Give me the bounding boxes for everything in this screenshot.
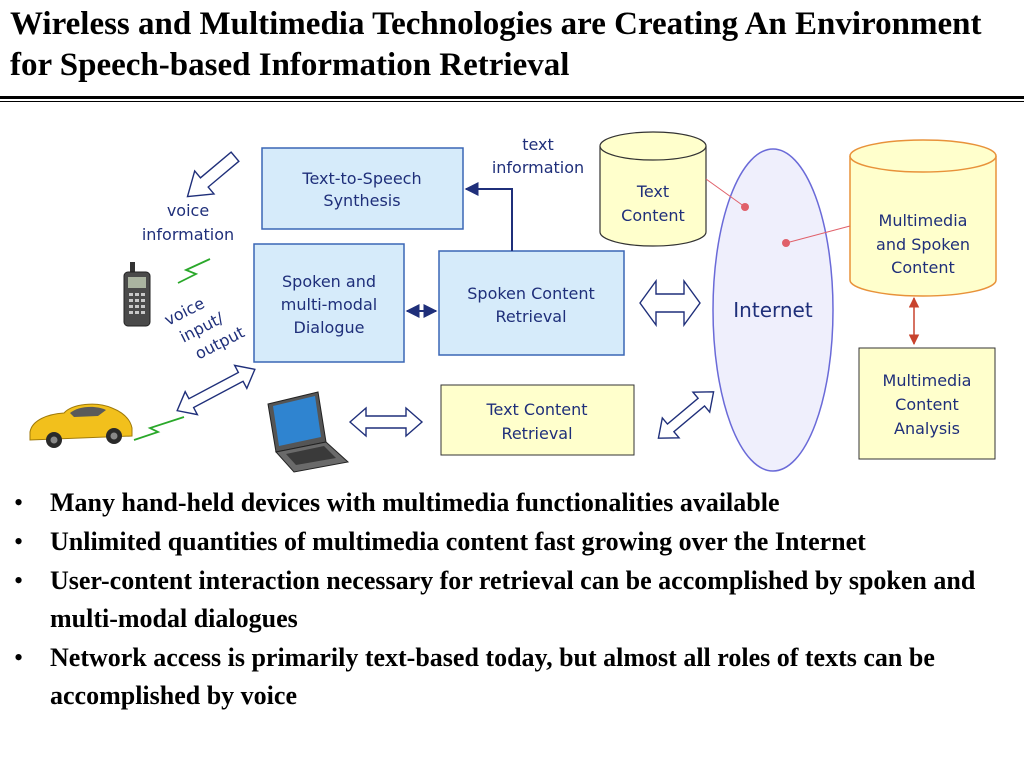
bullet-item: User-content interaction necessary for r…	[0, 562, 1024, 638]
bullet-list: Many hand-held devices with multimedia f…	[0, 484, 1024, 716]
voice-io-label: voice input/ output	[161, 293, 247, 363]
retrieval-to-tts-arrow	[464, 182, 513, 251]
title-rule-thin	[0, 101, 1024, 102]
internet-ellipse: Internet	[712, 148, 834, 472]
tts-label-line1: Text-to-Speech	[301, 169, 421, 188]
spoken-retrieval-box: Spoken Content Retrieval	[438, 250, 625, 356]
content-connectors	[705, 178, 851, 247]
text-retrieval-box: Text Content Retrieval	[440, 384, 635, 456]
voice-info-arrow-icon	[186, 151, 240, 198]
slide-title: Wireless and Multimedia Technologies are…	[10, 6, 982, 83]
multimedia-content-label-line2: and Spoken	[876, 235, 970, 254]
dialogue-label-line3: Dialogue	[294, 318, 365, 337]
tts-label-line2: Synthesis	[323, 191, 400, 210]
lightning-phone-icon	[177, 258, 211, 284]
spoken-retrieval-label-line2: Retrieval	[495, 307, 566, 326]
bullet-item: Unlimited quantities of multimedia conte…	[0, 523, 1024, 561]
mobile-phone-icon	[123, 262, 151, 327]
multimedia-analysis-box: Multimedia Content Analysis	[858, 347, 996, 460]
text-retrieval-label-line2: Retrieval	[501, 424, 572, 443]
text-content-cylinder: Text Content	[599, 131, 707, 247]
multimedia-analysis-label-line2: Content	[895, 395, 959, 414]
dialogue-label-line2: multi-modal	[281, 295, 377, 314]
multimedia-analysis-label-line1: Multimedia	[883, 371, 972, 390]
dialogue-box: Spoken and multi-modal Dialogue	[253, 243, 405, 363]
architecture-diagram: Text-to-Speech Synthesis Spoken and mult…	[29, 131, 997, 473]
text-information-label-line2: information	[492, 158, 584, 177]
text-information-label-line1: text	[522, 135, 554, 154]
text-content-label-line1: Text	[636, 182, 669, 201]
multimedia-analysis-label-line3: Analysis	[894, 419, 960, 438]
text-retrieval-internet-double-arrow-icon	[657, 391, 715, 439]
laptop-icon	[267, 391, 350, 473]
voice-information-label-line1: voice	[167, 201, 209, 220]
car-icon	[29, 403, 133, 448]
title-rule-thick	[0, 96, 1024, 99]
laptop-retrieval-double-arrow-icon	[348, 406, 424, 438]
bullet-item: Network access is primarily text-based t…	[0, 639, 1024, 715]
bullet-item: Many hand-held devices with multimedia f…	[0, 484, 1024, 522]
dialogue-label-line1: Spoken and	[282, 272, 376, 291]
text-retrieval-label-line1: Text Content	[485, 400, 587, 419]
multimedia-content-cylinder: Multimedia and Spoken Content	[849, 139, 997, 297]
retrieval-internet-double-arrow-icon	[639, 278, 701, 328]
tts-box: Text-to-Speech Synthesis	[261, 147, 464, 230]
spoken-retrieval-label-line1: Spoken Content	[467, 284, 595, 303]
multimedia-content-label-line3: Content	[891, 258, 955, 277]
text-content-label-line2: Content	[621, 206, 685, 225]
voice-information-label-line2: information	[142, 225, 234, 244]
internet-label: Internet	[733, 298, 813, 322]
voice-io-double-arrow-icon	[176, 364, 256, 416]
multimedia-content-label-line1: Multimedia	[879, 211, 968, 230]
lightning-car-icon	[133, 416, 185, 441]
